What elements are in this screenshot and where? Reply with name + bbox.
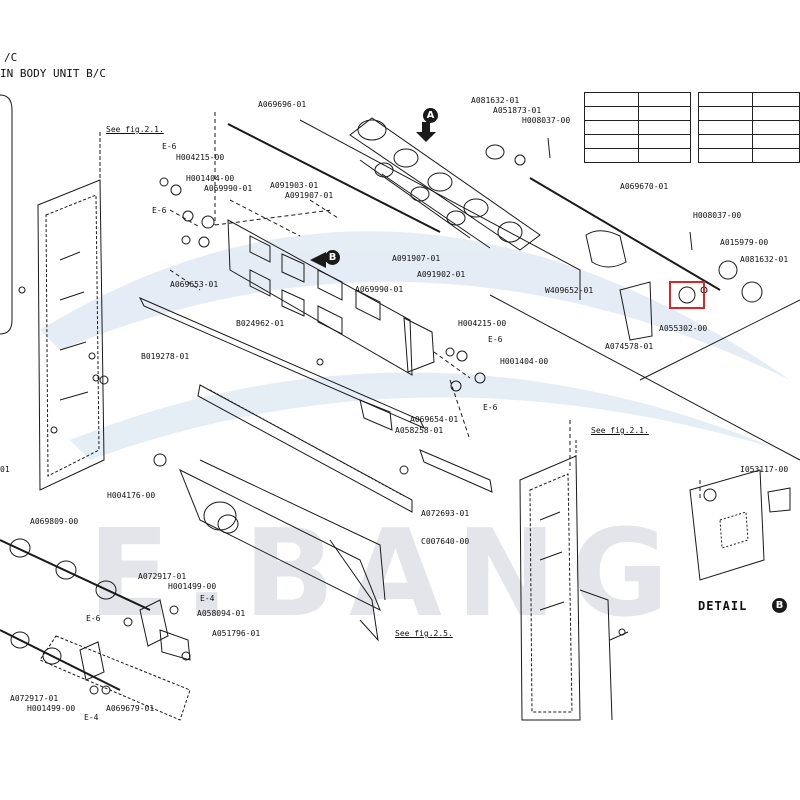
part-label-h001404: H001404-00 (186, 174, 235, 183)
part-label-a015979: A015979-00 (720, 238, 769, 247)
left-border-fragment (0, 94, 13, 335)
part-label-a069679: A069679-01 (106, 704, 155, 713)
part-label-a055302: A055302-00 (659, 324, 708, 333)
part-label-h008037: H008037-00 (693, 211, 742, 220)
part-label-h008037: H008037-00 (522, 116, 571, 125)
part-label-e6: E-6 (162, 142, 177, 151)
part-label-a069654: A069654-01 (410, 415, 459, 424)
part-label-a091907: A091907-01 (392, 254, 441, 263)
part-label-a072917: A072917-01 (10, 694, 59, 703)
watermark-text: E.BANG (88, 505, 683, 644)
lower-rail (138, 296, 493, 513)
part-label-a069809: A069809-00 (30, 517, 79, 526)
part-label-h004215: H004215-00 (176, 153, 225, 162)
part-label-h001404: H001404-00 (500, 357, 549, 366)
part-label-a051796: A051796-01 (212, 629, 261, 638)
part-label-h004215: H004215-00 (458, 319, 507, 328)
part-label-b024962: B024962-01 (236, 319, 285, 328)
header-line-1: /C (4, 51, 18, 64)
right-side-frame (519, 440, 629, 721)
top-right-parts (485, 137, 763, 341)
highlight-box (669, 281, 705, 309)
part-label-a091903: A091903-01 (270, 181, 319, 190)
upper-roller-assembly (227, 117, 541, 251)
part-label-a051873: A051873-01 (493, 106, 542, 115)
marker-b: B (325, 250, 340, 265)
ref-fig-2-1-right: See fig.2.1. (591, 426, 649, 435)
leader-lines (169, 112, 701, 500)
part-label-a081632: A081632-01 (740, 255, 789, 264)
part-label-a058258: A058258-01 (395, 426, 444, 435)
header-line-2: IN BODY UNIT B/C (0, 67, 106, 80)
part-label-b019278: B019278-01 (141, 352, 190, 361)
part-label-h001499: H001499-00 (27, 704, 76, 713)
part-label-e4: E-4 (84, 713, 99, 722)
detail-label: DETAIL (698, 599, 748, 613)
part-label-a069670: A069670-01 (620, 182, 669, 191)
part-label-i053117: I053117-00 (740, 465, 789, 474)
lower-drive-unit (153, 453, 386, 642)
part-label-a074578: A074578-01 (605, 342, 654, 351)
part-label-h001499: H001499-00 (168, 582, 217, 591)
part-label-w409652: W409652-01 (545, 286, 594, 295)
part-label-c007640: C007640-00 (421, 537, 470, 546)
part-label-e6: E-6 (152, 206, 167, 215)
fasteners (18, 177, 626, 695)
part-label-edge-01: 01 (0, 465, 10, 474)
part-label-e6: E-6 (483, 403, 498, 412)
ref-fig-2-5: See fig.2.5. (395, 629, 453, 638)
part-label-a069990: A069990-01 (355, 285, 404, 294)
lower-left-roller (0, 538, 191, 721)
part-label-a081632: A081632-01 (471, 96, 520, 105)
part-label-a072917: A072917-01 (138, 572, 187, 581)
ref-fig-2-1-left: See fig.2.1. (106, 125, 164, 134)
part-label-e6: E-6 (86, 614, 101, 623)
part-label-a058094: A058094-01 (197, 609, 246, 618)
assembly-outline (299, 119, 800, 461)
part-label-a069696: A069696-01 (258, 100, 307, 109)
detail-marker-b: B (772, 598, 787, 613)
watermark-swoosh (40, 231, 790, 460)
part-label-e6: E-6 (488, 335, 503, 344)
reference-table (584, 92, 800, 164)
part-label-a069990: A069990-01 (204, 184, 253, 193)
left-side-frame (37, 132, 105, 491)
part-label-a069653: A069653-01 (170, 280, 219, 289)
part-label-a072693: A072693-01 (421, 509, 470, 518)
center-bracket-plate (227, 219, 435, 376)
detail-b-bracket (689, 469, 791, 581)
part-label-a091902: A091902-01 (417, 270, 466, 279)
marker-a: A (423, 108, 438, 123)
part-label-h004176: H004176-00 (107, 491, 156, 500)
marker-arrows (310, 122, 436, 268)
part-label-a091907: A091907-01 (285, 191, 334, 200)
part-label-e4: E-4 (200, 594, 215, 603)
